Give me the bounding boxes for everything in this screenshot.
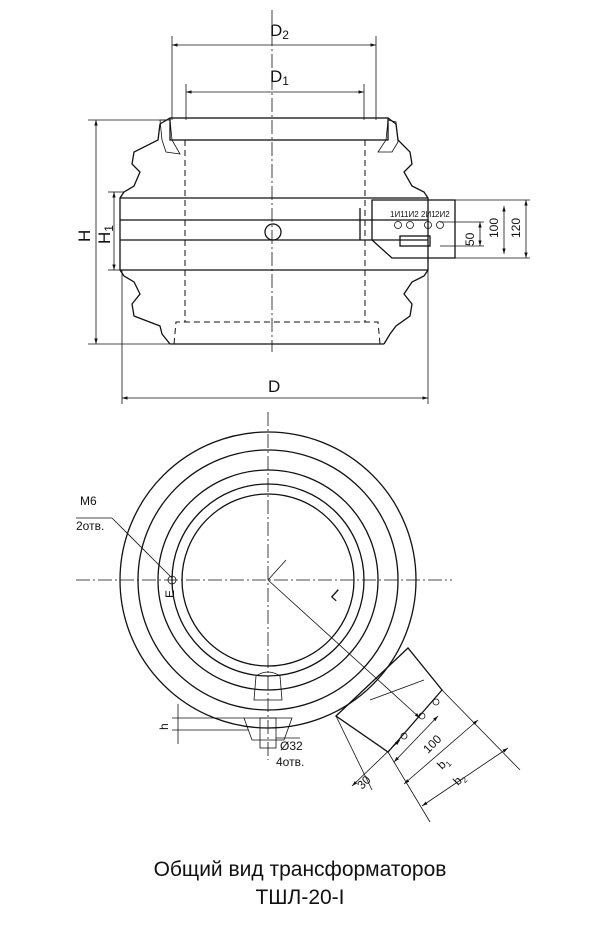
inner-circle (181, 493, 355, 667)
l-dim-line (267, 579, 421, 719)
m6-leader (111, 517, 173, 579)
ground-mark: E (163, 590, 177, 598)
terminal-label-1: 1И1 (390, 210, 405, 219)
caption-line-2: ТШЛ-20-I (255, 886, 345, 909)
dia-label: Ø32 (280, 739, 303, 753)
d-label: D (268, 377, 280, 396)
inner-hidden-bottom (173, 321, 381, 345)
caption-line-1: Общий вид трансформаторов (153, 858, 447, 881)
side-view: 1И1 1И2 2И1 2И2 D2 D1 H H1 50 100 1 (75, 10, 530, 404)
d1-label: D1 (270, 67, 289, 88)
dim-50-label: 50 (463, 232, 477, 246)
terminal-4 (436, 221, 444, 229)
l-ext (267, 559, 287, 581)
center-bolt (264, 223, 282, 241)
b1-label: b1 (434, 754, 454, 774)
terminal-nameplate (399, 235, 431, 247)
dim-120-label: 120 (509, 218, 523, 238)
top-ring (169, 117, 389, 141)
dim-b2-line (421, 747, 509, 807)
m6-label: M6 (80, 494, 97, 508)
ring-circle-3 (157, 469, 379, 691)
terminal-label-3: 2И1 (421, 210, 436, 219)
m6-hole (167, 575, 177, 585)
dim-30-line (351, 739, 401, 787)
l-label: L (327, 586, 345, 604)
h-label-plan: h (157, 723, 171, 730)
b2-label: b2 (450, 770, 470, 790)
dim-30-label: 30 (354, 773, 374, 793)
body-outline-right (383, 117, 429, 345)
dia-holes-label: 4отв. (276, 755, 304, 769)
bottom-boss-upper (253, 671, 283, 701)
m6-holes-label: 2отв. (76, 519, 104, 533)
terminal-box (371, 199, 456, 259)
terminal-label-2: 1И2 (404, 210, 419, 219)
d2-label: D2 (270, 21, 289, 42)
terminal-1 (394, 221, 402, 229)
left-seal (159, 119, 181, 155)
top-terminal-box (334, 647, 443, 753)
top-view: M6 2отв. E L h Ø32 4отв. 30 100 b1 b2 (76, 412, 521, 823)
ring-circle-4 (171, 483, 365, 677)
terminal-2 (406, 221, 414, 229)
right-seal (377, 119, 399, 153)
terminal-label-4: 2И2 (435, 210, 450, 219)
dim-b1-line (403, 719, 479, 785)
body-outline-left (119, 117, 171, 345)
b-ext-left (387, 751, 431, 823)
h1-label: H1 (95, 225, 116, 244)
top-terminal-inner (369, 679, 425, 701)
h-label: H (75, 230, 94, 242)
ring-circle-2 (137, 449, 399, 711)
terminal-3 (424, 221, 432, 229)
outer-circle (119, 431, 417, 729)
top-terminal-3 (432, 698, 440, 706)
mount-hole (259, 717, 277, 749)
dim-100-label: 100 (487, 218, 501, 238)
b-ext-right (441, 689, 521, 771)
